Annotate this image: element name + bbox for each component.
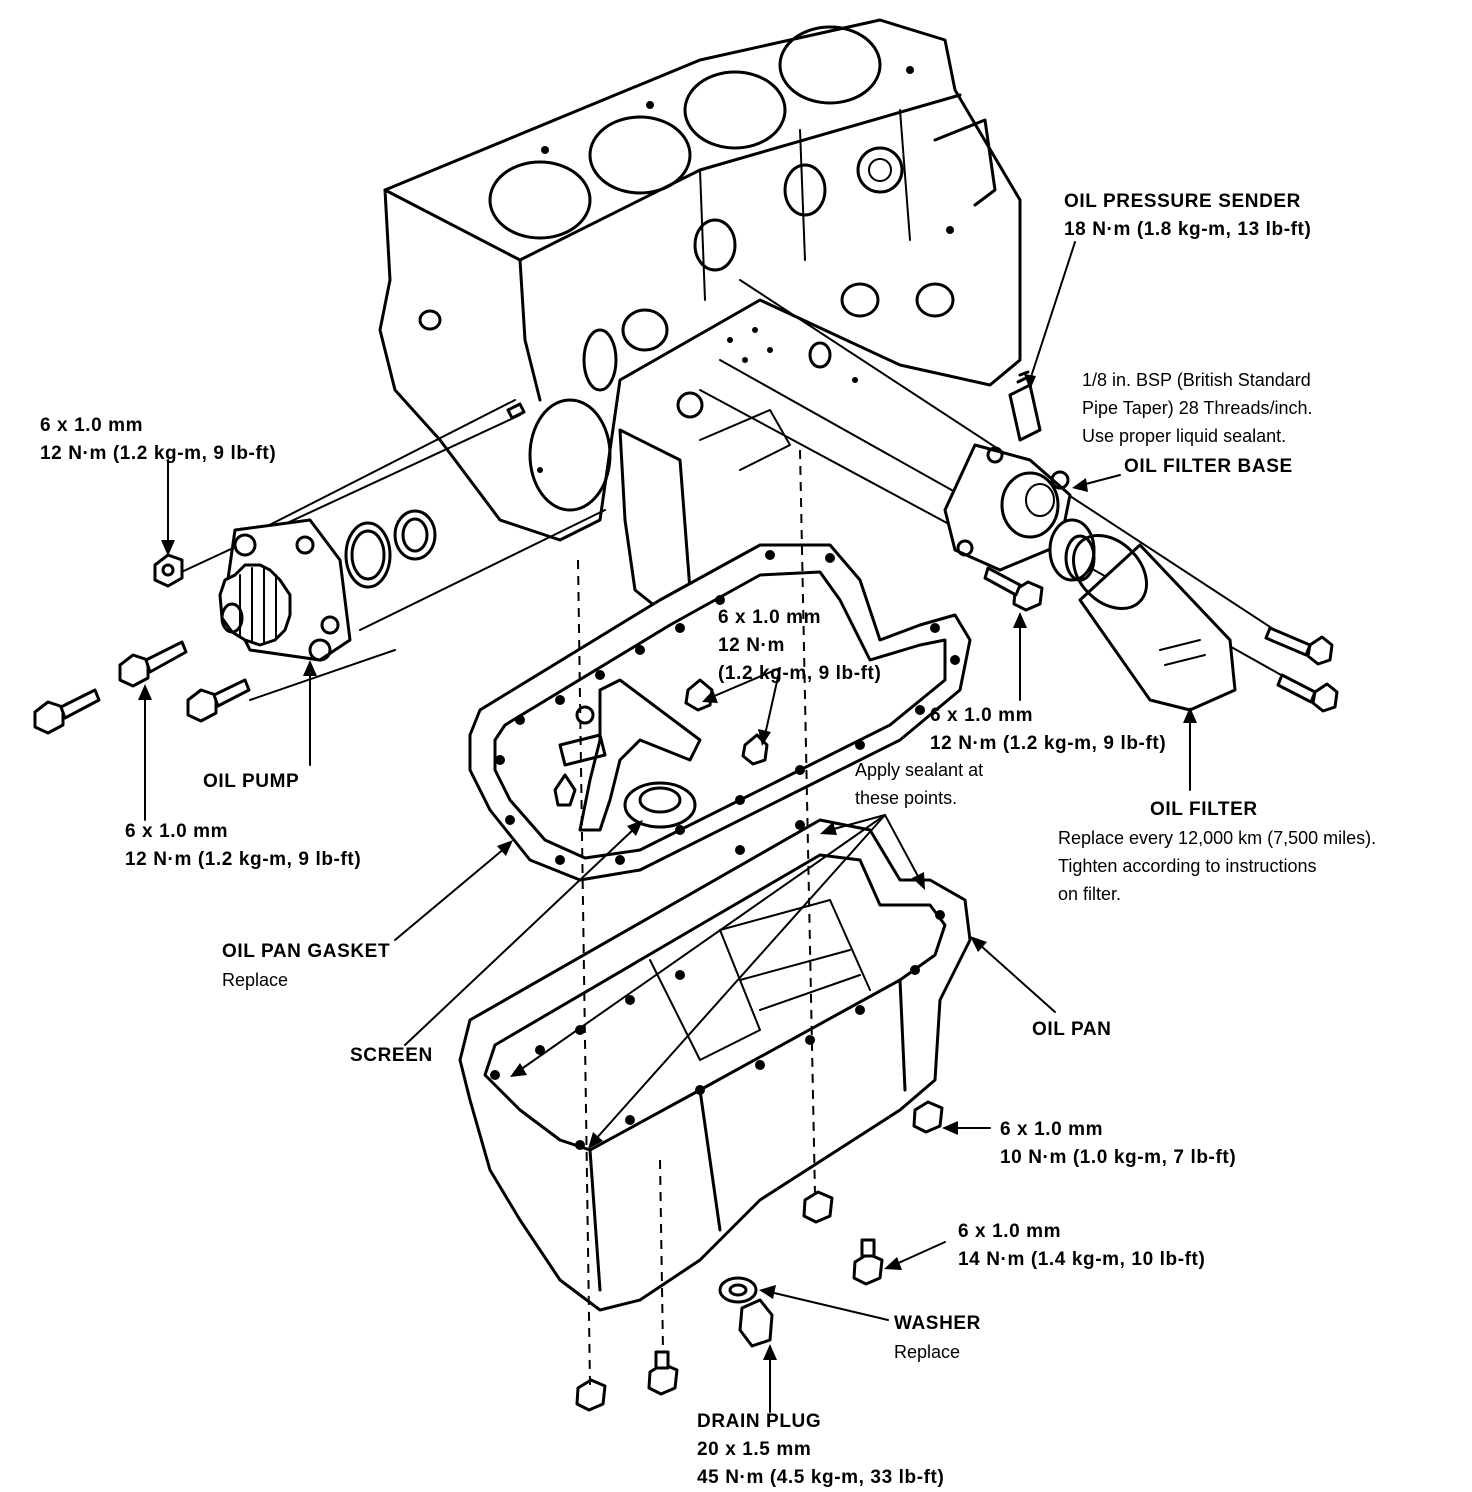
pump-bolt-bottom-spec: 12 N·m (1.2 kg-m, 9 lb-ft): [125, 849, 362, 870]
pan-bolt-a-size: 6 x 1.0 mm: [1000, 1119, 1104, 1140]
oil-filter-line2: Tighten according to instructions: [1058, 856, 1317, 876]
oil-filter-label: OIL FILTER Replace every 12,000 km (7,50…: [1058, 796, 1376, 908]
pan-bolt-a-spec: 10 N·m (1.0 kg-m, 7 lb-ft): [1000, 1147, 1237, 1168]
screen-bolt-size: 6 x 1.0 mm: [718, 607, 822, 628]
oil-pressure-sender-spec: 18 N·m (1.8 kg-m, 13 lb-ft): [1064, 219, 1312, 240]
bsp-note-line3: Use proper liquid sealant.: [1082, 426, 1287, 446]
pan-bolt-b-label: 6 x 1.0 mm 14 N·m (1.4 kg-m, 10 lb-ft): [958, 1218, 1205, 1274]
engine-block: [378, 18, 1022, 612]
pan-bolt-a-label: 6 x 1.0 mm 10 N·m (1.0 kg-m, 7 lb-ft): [1000, 1116, 1236, 1172]
oil-filter-base-title: OIL FILTER BASE: [1124, 456, 1293, 477]
pan-bolt-b-spec: 14 N·m (1.4 kg-m, 10 lb-ft): [958, 1249, 1206, 1270]
oil-pressure-sender-label: OIL PRESSURE SENDER 18 N·m (1.8 kg-m, 13…: [1064, 188, 1311, 244]
alignment-lines: [577, 449, 816, 1386]
oil-filter-line1: Replace every 12,000 km (7,500 miles).: [1058, 828, 1377, 848]
bsp-note: 1/8 in. BSP (British Standard Pipe Taper…: [1082, 366, 1312, 450]
oil-pan-label: OIL PAN: [1032, 1016, 1112, 1044]
pump-bolt-bottom-label: 6 x 1.0 mm 12 N·m (1.2 kg-m, 9 lb-ft): [125, 818, 361, 874]
pump-bolt-top-spec: 12 N·m (1.2 kg-m, 9 lb-ft): [40, 443, 277, 464]
pump-bolt-top-size: 6 x 1.0 mm: [40, 415, 144, 436]
oil-screen: [553, 678, 769, 832]
filter-base-bolt-size: 6 x 1.0 mm: [930, 705, 1034, 726]
oil-pump-label: OIL PUMP: [203, 768, 299, 796]
sealant-note: Apply sealant at these points.: [855, 756, 983, 812]
oil-pan-gasket-title: OIL PAN GASKET: [222, 941, 391, 962]
screen-label: SCREEN: [350, 1042, 433, 1070]
oil-pump: [218, 509, 437, 662]
pump-bolt-top-label: 6 x 1.0 mm 12 N·m (1.2 kg-m, 9 lb-ft): [40, 412, 276, 468]
screen-bolt-spec2: (1.2 kg-m, 9 lb-ft): [718, 663, 882, 684]
oil-pump-title: OIL PUMP: [203, 771, 300, 792]
pan-bolt-b-size: 6 x 1.0 mm: [958, 1221, 1062, 1242]
oil-pan-title: OIL PAN: [1032, 1019, 1112, 1040]
drain-plug-size: 20 x 1.5 mm: [697, 1439, 812, 1460]
washer-label: WASHER Replace: [894, 1310, 981, 1366]
sealant-note-line2: these points.: [855, 788, 958, 808]
washer-note: Replace: [894, 1342, 961, 1362]
drain-plug-label: DRAIN PLUG 20 x 1.5 mm 45 N·m (4.5 kg-m,…: [697, 1408, 944, 1492]
leader-arrows: [138, 241, 1197, 1413]
sealant-note-line1: Apply sealant at: [855, 760, 984, 780]
drain-plug-spec: 45 N·m (4.5 kg-m, 33 lb-ft): [697, 1467, 945, 1488]
oil-filter-base-label: OIL FILTER BASE: [1124, 453, 1293, 481]
bsp-note-line2: Pipe Taper) 28 Threads/inch.: [1082, 398, 1313, 418]
oil-pressure-sender-title: OIL PRESSURE SENDER: [1064, 191, 1301, 212]
drain-plug-title: DRAIN PLUG: [697, 1411, 822, 1432]
filter-base-bolt-spec: 12 N·m (1.2 kg-m, 9 lb-ft): [930, 733, 1167, 754]
screen-bolt-spec1: 12 N·m: [718, 635, 785, 656]
washer-title: WASHER: [894, 1313, 981, 1334]
screen-bolt-label: 6 x 1.0 mm 12 N·m (1.2 kg-m, 9 lb-ft): [718, 604, 881, 688]
bsp-note-line1: 1/8 in. BSP (British Standard: [1082, 370, 1311, 390]
pump-fasteners: [33, 402, 526, 735]
screen-title: SCREEN: [350, 1045, 433, 1066]
oil-filter-base: [943, 370, 1339, 713]
oil-pan-gasket: [468, 543, 972, 882]
pump-bolt-bottom-size: 6 x 1.0 mm: [125, 821, 229, 842]
filter-base-bolt-label: 6 x 1.0 mm 12 N·m (1.2 kg-m, 9 lb-ft): [930, 702, 1166, 758]
oil-pan-gasket-label: OIL PAN GASKET Replace: [222, 938, 390, 994]
oil-filter-line3: on filter.: [1058, 884, 1122, 904]
oil-pan-gasket-note: Replace: [222, 970, 289, 990]
oil-filter-title: OIL FILTER: [1150, 799, 1258, 820]
